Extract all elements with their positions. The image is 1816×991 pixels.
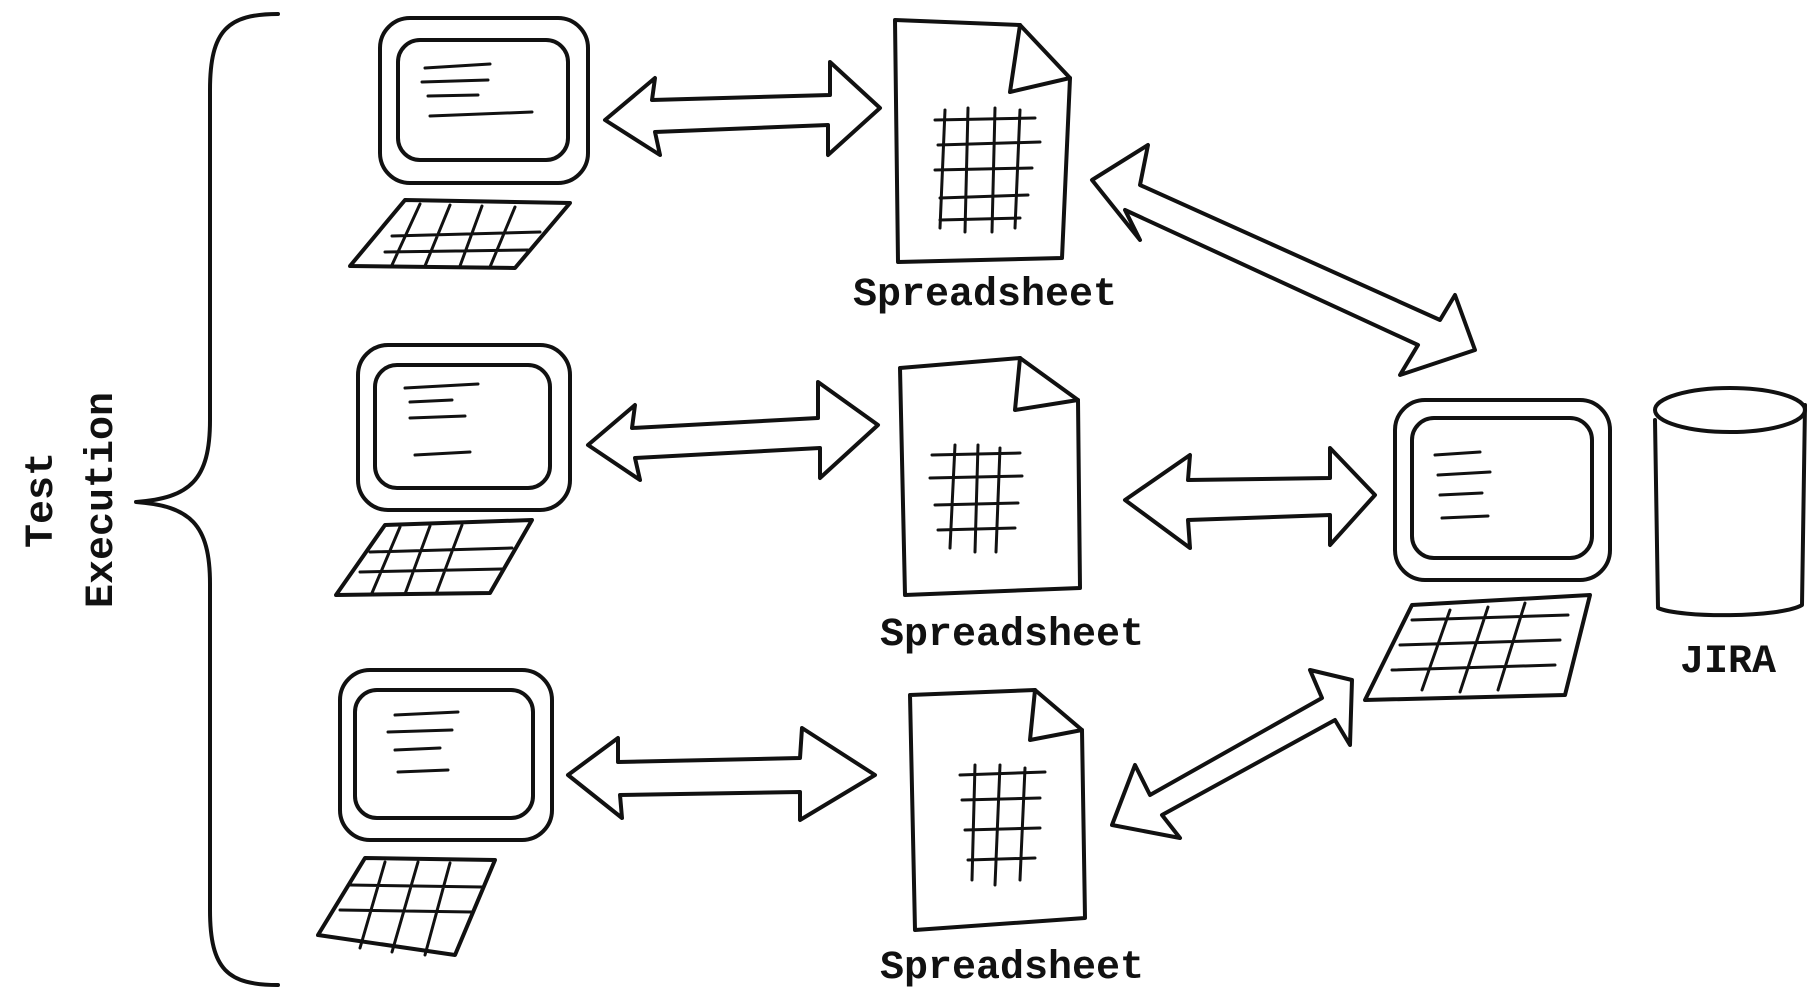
spreadsheet-label: Spreadsheet bbox=[880, 613, 1144, 658]
group-brace bbox=[134, 12, 280, 987]
group-label-line1: Test bbox=[20, 452, 65, 548]
database-icon bbox=[1653, 386, 1807, 618]
spreadsheet-document bbox=[898, 356, 1082, 597]
group-label-line2: Execution bbox=[80, 392, 125, 608]
double-arrow-icon bbox=[1090, 143, 1477, 377]
group-label: Test Execution bbox=[20, 392, 125, 608]
double-arrow-icon bbox=[566, 726, 877, 822]
double-arrow-icon bbox=[1110, 668, 1354, 840]
double-arrow-icon bbox=[1123, 446, 1377, 550]
double-arrow-icon bbox=[586, 380, 880, 482]
spreadsheet-label: Spreadsheet bbox=[853, 273, 1117, 318]
double-arrow-icon bbox=[603, 60, 882, 157]
database-label: JIRA bbox=[1680, 640, 1776, 685]
spreadsheet-document bbox=[908, 688, 1087, 932]
computer-icon bbox=[334, 343, 572, 597]
spreadsheet-document bbox=[893, 18, 1072, 264]
computer-icon bbox=[316, 668, 554, 957]
spreadsheet-label: Spreadsheet bbox=[880, 946, 1144, 991]
computer-icon bbox=[348, 16, 590, 270]
server-computer-icon bbox=[1363, 398, 1612, 702]
